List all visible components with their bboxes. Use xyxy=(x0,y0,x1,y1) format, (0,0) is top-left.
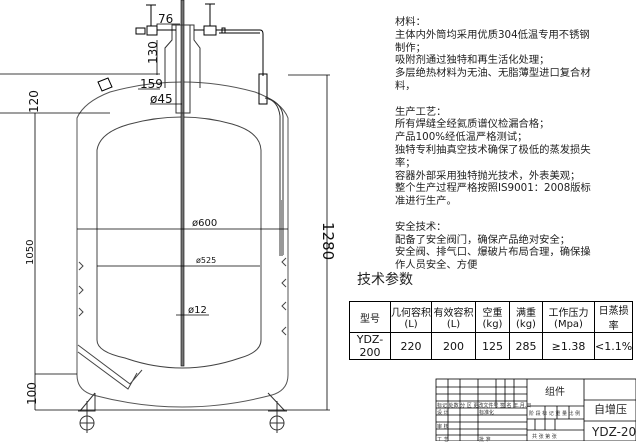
value-cell: 200 xyxy=(431,332,476,360)
tb-model: YDZ-200 xyxy=(592,425,636,439)
note-line: 吸附剂通过独特和再生活化处理； xyxy=(395,54,550,67)
note-line xyxy=(395,208,591,221)
dim-1050: 1050 xyxy=(25,240,36,265)
support-marks xyxy=(77,257,287,390)
note-line: 制作； xyxy=(395,41,426,54)
valves xyxy=(135,3,268,105)
dim-100: 100 xyxy=(25,382,39,405)
tb-approve: 批 准 xyxy=(479,437,491,443)
note-line: 整个生产过程严格按照IS9001：2008版标 xyxy=(395,182,591,195)
outer-shell xyxy=(76,81,289,408)
dim-130: 130 xyxy=(146,41,160,64)
note-line: 作人员安全、方便 xyxy=(395,259,478,272)
tb-revision-row: 标记 处数 分 区 更改文件号 签 名 年.月.日 xyxy=(437,403,532,409)
header-cell: 有效容积(L) xyxy=(431,301,476,333)
value-cell: 285 xyxy=(509,332,543,360)
spec-header-row: 型号 几何容积(L) 有效容积(L) 空重(kg) 满重(kg) 工作压力(Mp… xyxy=(349,301,634,333)
note-line xyxy=(395,93,591,106)
tb-standardization: 标准化 xyxy=(479,410,495,416)
spec-value-row: YDZ-200 220 200 125 285 ≥1.38 <1.1% xyxy=(349,332,634,360)
note-line: 多层绝热材料为无油、无脂薄型进口复合材 xyxy=(395,67,591,80)
dim-525: ø525 xyxy=(196,256,216,265)
dim-12: ø12 xyxy=(188,305,207,316)
tb-name: 自增压 xyxy=(594,403,627,416)
note-line: 独特专利抽真空技术确保了极低的蒸发损失 xyxy=(395,143,591,156)
dome-port xyxy=(97,77,113,92)
title-block-grid xyxy=(435,378,636,441)
note-line: 产品100%经低温严格测试； xyxy=(395,131,528,144)
note-line: 安全阀、排气口、爆破片布局合理，确保操 xyxy=(395,246,591,259)
value-cell: YDZ-200 xyxy=(349,332,391,360)
tb-process: 工 艺 xyxy=(437,437,449,443)
header-cell: 型号 xyxy=(349,301,391,333)
dim-120: 120 xyxy=(27,90,41,113)
note-line: 安全技术： xyxy=(395,220,447,233)
note-line: 配备了安全阀门，确保产品绝对安全； xyxy=(395,233,571,246)
tb-sheets: 共 张 第 张 xyxy=(532,434,557,440)
dimension-lines xyxy=(0,23,330,411)
header-cell: 日蒸损率 xyxy=(593,301,634,333)
notes-text: 材料： 主体内外筒均采用优质304低温专用不锈钢 制作； 吸附剂通过独特和再生活… xyxy=(395,16,591,272)
dim-76: 76 xyxy=(158,12,173,26)
note-line: 准进行生产。 xyxy=(395,195,457,208)
center-tube xyxy=(180,0,185,367)
dim-45: ø45 xyxy=(150,92,173,106)
inner-vessel xyxy=(96,116,262,369)
note-line: 料， xyxy=(395,79,416,92)
header-cell: 几何容积(L) xyxy=(390,301,432,333)
value-cell: <1.1% xyxy=(593,332,634,360)
note-line: 容器外部采用独特抛光技术，外表美观； xyxy=(395,169,581,182)
wheels xyxy=(78,392,287,433)
dimension-labels: 76 130 159 ø45 120 1050 100 1280 ø600 ø5… xyxy=(25,12,337,405)
dim-600: ø600 xyxy=(192,218,217,229)
tb-stage-row: 阶 段 标 记 重 量 比 例 xyxy=(529,411,581,417)
tb-design: 设 计 xyxy=(437,410,449,416)
value-cell: 220 xyxy=(390,332,432,360)
header-cell: 空重(kg) xyxy=(475,301,510,333)
tb-component: 组件 xyxy=(545,387,565,398)
value-cell: ≥1.38 xyxy=(542,332,595,360)
note-line: 所有焊缝全经氦质谱仪检漏合格； xyxy=(395,118,550,131)
header-cell: 工作压力(Mpa) xyxy=(542,301,595,333)
tb-review: 审 核 xyxy=(437,424,449,430)
spec-table: 型号 几何容积(L) 有效容积(L) 空重(kg) 满重(kg) 工作压力(Mp… xyxy=(349,301,634,360)
note-line: 主体内外筒均采用优质304低温专用不锈钢 xyxy=(395,28,590,41)
note-line: 材料： xyxy=(395,16,426,28)
level-pipe xyxy=(264,97,284,255)
dim-1280: 1280 xyxy=(319,222,337,260)
dim-159: 159 xyxy=(140,77,163,91)
header-cell: 满重(kg) xyxy=(509,301,543,333)
note-line: 率； xyxy=(395,156,416,169)
value-cell: 125 xyxy=(475,332,510,360)
note-line: 生产工艺： xyxy=(395,105,447,118)
params-title: 技术参数 xyxy=(357,272,413,288)
